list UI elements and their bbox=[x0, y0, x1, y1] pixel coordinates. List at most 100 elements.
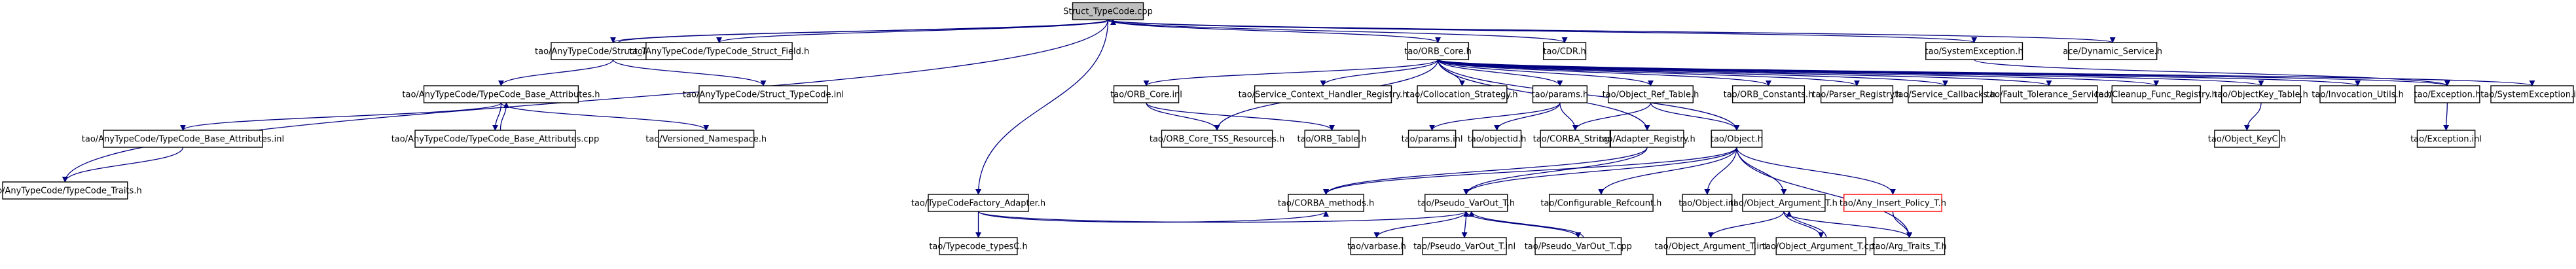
node-pseudo-varout-cpp[interactable]: tao/Pseudo_VarOut_T.cpp bbox=[1525, 237, 1632, 255]
node-objectid-h[interactable]: tao/objectid.h bbox=[1468, 130, 1527, 148]
node-label: tao/AnyTypeCode/Struct_TypeCode.inl bbox=[683, 90, 844, 100]
node-box bbox=[658, 130, 755, 148]
node-svc-callbacks[interactable]: tao/Service_Callbacks.h bbox=[1895, 85, 1996, 103]
node-box bbox=[1610, 130, 1684, 148]
node-box bbox=[645, 42, 793, 60]
node-label: tao/SystemException.inl bbox=[2480, 90, 2576, 100]
node-box bbox=[2221, 85, 2301, 103]
node-parser-reg[interactable]: tao/Parser_Registry.h bbox=[1812, 85, 1902, 103]
node-versioned-ns[interactable]: tao/Versioned_Namespace.h bbox=[645, 130, 767, 148]
edge-exception_h-to-exception_inl bbox=[2443, 102, 2450, 131]
edge-object_h-to-arg_traits bbox=[1736, 147, 1913, 238]
node-struct-tc-inl[interactable]: tao/AnyTypeCode/Struct_TypeCode.inl bbox=[683, 85, 844, 103]
node-ft-service[interactable]: tao/Fault_Tolerance_Service.h bbox=[1986, 85, 2112, 103]
node-colloc-strat[interactable]: tao/Collocation_Strategy.h bbox=[1406, 85, 1518, 103]
node-tcf-adapter[interactable]: tao/TypeCodeFactory_Adapter.h bbox=[911, 194, 1045, 212]
node-pseudo-varout-inl[interactable]: tao/Pseudo_VarOut_T.inl bbox=[1413, 237, 1515, 255]
node-obj-arg-t-cpp[interactable]: tao/Object_Argument_T.cpp bbox=[1762, 237, 1879, 255]
edge-orb_core_h-to-objkey_table bbox=[1437, 59, 2264, 86]
node-any-insert-policy[interactable]: tao/Any_Insert_Policy_T.h bbox=[1840, 194, 1946, 212]
node-obj-arg-t-inl[interactable]: tao/Object_Argument_T.inl bbox=[1655, 237, 1767, 255]
node-base-attr-inl[interactable]: tao/AnyTypeCode/TypeCode_Base_Attributes… bbox=[82, 130, 284, 148]
node-dyn-service[interactable]: ace/Dynamic_Service.h bbox=[2063, 42, 2162, 60]
edge-atc_struct_h-to-struct_tc_inl bbox=[612, 59, 767, 86]
node-label: tao/SystemException.h bbox=[1925, 47, 2023, 57]
node-box bbox=[2, 181, 128, 200]
node-label: tao/Pseudo_VarOut_T.h bbox=[1417, 199, 1515, 209]
edge-sysex_h-to-exception_h bbox=[1973, 59, 2450, 86]
node-label: tao/Object.h bbox=[1711, 135, 1763, 145]
node-orb-table[interactable]: tao/ORB_Table.h bbox=[1297, 130, 1367, 148]
node-conf-refcount[interactable]: tao/Configurable_Refcount.h bbox=[1540, 194, 1661, 212]
edge-obj_arg_t_h-to-obj_arg_t_inl bbox=[1707, 211, 1785, 238]
node-adapter-reg[interactable]: tao/Adapter_Registry.h bbox=[1599, 130, 1696, 148]
node-params-inl[interactable]: tao/params.inl bbox=[1402, 130, 1463, 148]
node-tss-res[interactable]: tao/ORB_Core_TSS_Resources.h bbox=[1150, 130, 1284, 148]
node-sysex-inl[interactable]: tao/SystemException.inl bbox=[2480, 85, 2576, 103]
node-box bbox=[1666, 237, 1756, 255]
edge-orb_core_h-to-svc_callbacks bbox=[1437, 59, 1948, 86]
node-orb-constants[interactable]: tao/ORB_Constants.h bbox=[1724, 85, 1814, 103]
node-box bbox=[1775, 237, 1866, 255]
node-invoc-utils[interactable]: tao/Invocation_Utils.h bbox=[2312, 85, 2404, 103]
edge-adapter_reg-to-corba_methods bbox=[1323, 147, 1648, 195]
edge-base_attr_h-to-base_attr_cpp bbox=[492, 102, 502, 131]
node-typecode-typesc[interactable]: tao/Typecode_typesC.h bbox=[929, 237, 1028, 255]
node-object-keyc[interactable]: tao/Object_KeyC.h bbox=[2208, 130, 2286, 148]
node-box bbox=[1540, 130, 1611, 148]
edge-pseudo_varout_h-to-pseudo_varout_cpp bbox=[1466, 211, 1582, 238]
node-obj-arg-t-h[interactable]: tao/Object_Argument_T.h bbox=[1730, 194, 1838, 212]
node-box bbox=[2000, 85, 2098, 103]
node-label: tao/params.inl bbox=[1402, 135, 1463, 145]
node-label: tao/params.h bbox=[1532, 90, 1589, 100]
node-atc-struct-field[interactable]: tao/AnyTypeCode/TypeCode_Struct_Field.h bbox=[629, 42, 809, 60]
node-params-h[interactable]: tao/params.h bbox=[1532, 85, 1589, 103]
node-label: tao/Any_Insert_Policy_T.h bbox=[1840, 199, 1946, 209]
node-box bbox=[423, 85, 579, 103]
node-box bbox=[1254, 85, 1392, 103]
node-label: tao/ObjectKey_Table.h bbox=[2214, 90, 2308, 100]
node-exception-h[interactable]: tao/Exception.h bbox=[2414, 85, 2481, 103]
node-label: tao/ORB_Constants.h bbox=[1724, 90, 1814, 100]
node-objkey-table[interactable]: tao/ObjectKey_Table.h bbox=[2214, 85, 2308, 103]
node-base-attr-h[interactable]: tao/AnyTypeCode/TypeCode_Base_Attributes… bbox=[402, 85, 600, 103]
node-box bbox=[1288, 194, 1364, 212]
node-object-h[interactable]: tao/Object.h bbox=[1711, 130, 1763, 148]
node-cdr-h[interactable]: tao/CDR.h bbox=[1542, 42, 1587, 60]
edge-any_insert_policy-to-arg_traits bbox=[1892, 211, 1913, 238]
node-arg-traits[interactable]: tao/Arg_Traits_T.h bbox=[1872, 237, 1947, 255]
node-corba-methods[interactable]: tao/CORBA_methods.h bbox=[1278, 194, 1374, 212]
node-exception-inl[interactable]: tao/Exception.inl bbox=[2410, 130, 2482, 148]
node-box bbox=[414, 130, 576, 148]
node-object-inl[interactable]: tao/Object.inl bbox=[1678, 194, 1736, 212]
node-sysex-h[interactable]: tao/SystemException.h bbox=[1925, 42, 2023, 60]
node-box bbox=[698, 85, 828, 103]
node-box bbox=[1417, 85, 1508, 103]
node-box bbox=[2416, 130, 2476, 148]
node-tc-traits[interactable]: tao/AnyTypeCode/TypeCode_Traits.h bbox=[0, 181, 142, 200]
node-box bbox=[1843, 194, 1942, 212]
node-box bbox=[1534, 237, 1622, 255]
node-cleanup-reg[interactable]: tao/Cleanup_Func_Registry.h bbox=[2095, 85, 2217, 103]
node-pseudo-varout-h[interactable]: tao/Pseudo_VarOut_T.h bbox=[1417, 194, 1515, 212]
edge-params_h-to-objectid_h bbox=[1494, 102, 1561, 131]
node-corba-string[interactable]: tao/CORBA_String.h bbox=[1533, 130, 1618, 148]
node-box bbox=[1113, 85, 1180, 103]
node-label: tao/ORB_Core_TSS_Resources.h bbox=[1150, 135, 1284, 145]
edge-orb_core_h-to-svc_ctx_reg bbox=[1320, 59, 1439, 86]
node-box bbox=[1732, 85, 1805, 103]
node-box bbox=[1742, 194, 1826, 212]
node-orb-core-inl[interactable]: tao/ORB_Core.inl bbox=[1110, 85, 1182, 103]
node-box bbox=[2414, 85, 2480, 103]
node-svc-ctx-reg[interactable]: tao/Service_Context_Handler_Registry.h bbox=[1239, 85, 1408, 103]
edge-adapter_reg-to-pseudo_varout_h bbox=[1463, 147, 1648, 195]
node-orb-core-h[interactable]: tao/ORB_Core.h bbox=[1404, 42, 1472, 60]
node-label: tao/CORBA_String.h bbox=[1533, 135, 1618, 145]
node-obj-ref-table[interactable]: tao/Object_Ref_Table.h bbox=[1603, 85, 1699, 103]
edge-root-to-orb_core_h bbox=[1107, 19, 1441, 43]
node-base-attr-cpp[interactable]: tao/AnyTypeCode/TypeCode_Base_Attributes… bbox=[391, 130, 600, 148]
node-box bbox=[103, 130, 263, 148]
node-varbase[interactable]: tao/varbase.h bbox=[1347, 237, 1406, 255]
node-label: tao/Exception.h bbox=[2414, 90, 2481, 100]
